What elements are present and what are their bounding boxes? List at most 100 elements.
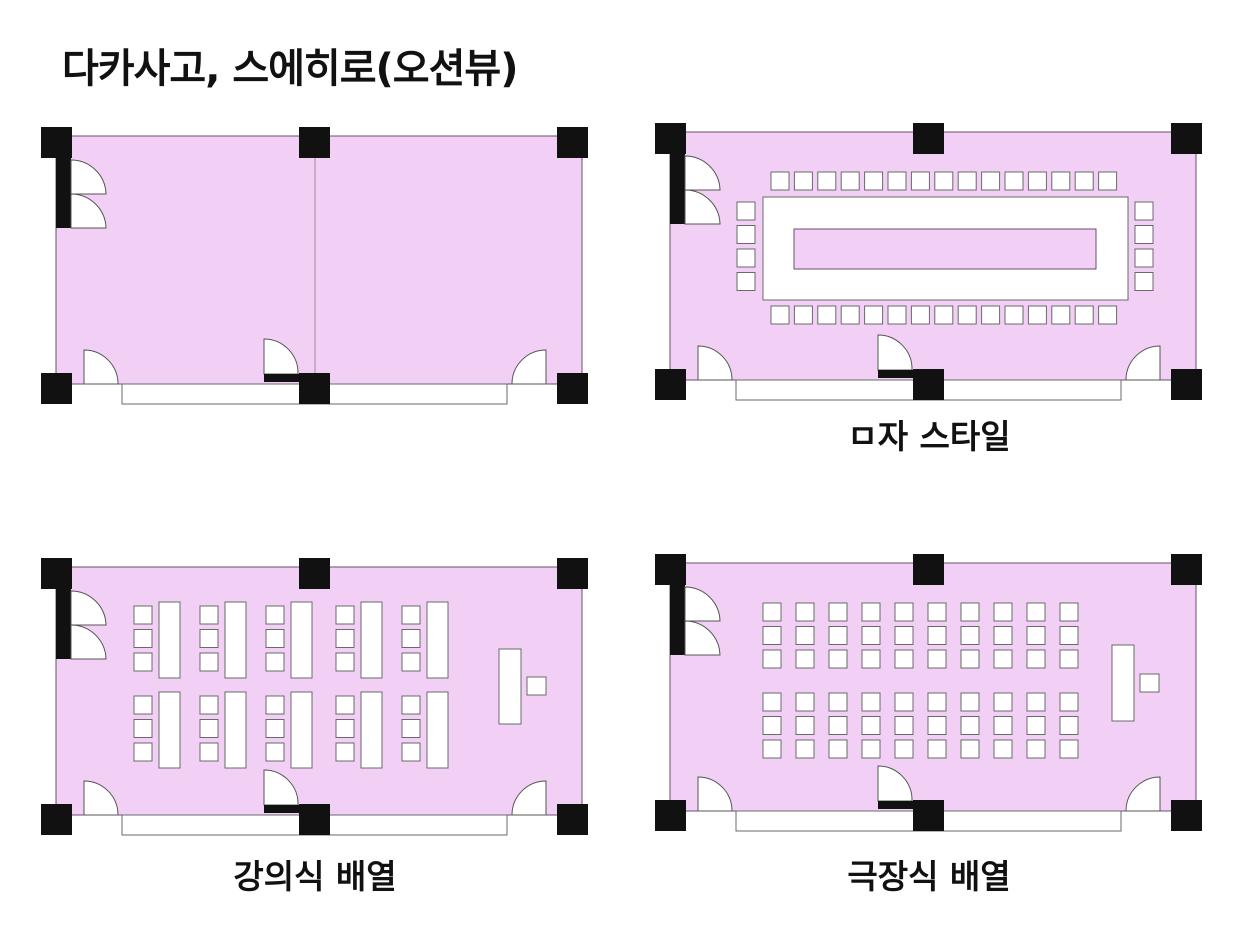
chair-icon [133,742,153,762]
chair-icon [957,171,977,191]
door-icon [83,780,119,816]
chair-icon [265,629,285,648]
lectern-chair [1139,673,1160,693]
chair-icon [1059,716,1079,735]
chair-icon [1059,602,1079,622]
pillar-icon [655,554,686,585]
chair-icon [1051,305,1071,325]
chair-icon [401,629,421,648]
chair-icon [817,305,837,325]
door-icon [70,590,107,626]
caption-classroom: 강의식 배열 [233,857,397,896]
chair-icon [861,716,881,735]
chair-icon [1026,649,1046,669]
lectern-chair [526,676,547,696]
chair-icon [736,248,756,268]
caption-u-shape: ㅁ자 스타일 [847,417,1011,456]
chair-icon [133,605,153,625]
pillar-icon [1171,800,1202,831]
chair-icon [894,602,914,622]
chair-icon [795,626,815,645]
chair-icon [1026,602,1046,622]
chair-icon [199,629,219,648]
chair-icon [793,305,813,325]
pillar-icon [913,800,944,831]
chair-icon [133,719,153,738]
door-icon [263,769,299,806]
table-icon [158,601,181,679]
chair-icon [1059,692,1079,712]
chair-icon [993,692,1013,712]
pillar-icon [1171,369,1202,400]
chair-icon [795,692,815,712]
chair-icon [840,171,860,191]
chair-icon [957,305,977,325]
chair-icon [335,742,355,762]
page-title: 다카사고, 스에히로(오션뷰) [62,46,518,92]
door-icon [697,345,733,381]
lectern-table [498,648,522,725]
pillar-icon [913,123,944,154]
chair-icon [981,305,1001,325]
chair-icon [770,171,790,191]
room-floor [55,135,583,385]
chair-icon [335,695,355,715]
door-icon [1125,345,1161,381]
chair-icon [861,626,881,645]
chair-icon [335,719,355,738]
door-wall [670,152,685,224]
chair-icon [1134,201,1154,221]
door-icon [511,349,547,385]
floor-plan-empty [41,127,588,405]
table-icon [426,601,449,679]
chair-icon [265,719,285,738]
chair-icon [793,171,813,191]
chair-icon [265,695,285,715]
chair-icon [762,602,782,622]
chair-icon [993,716,1013,735]
chair-icon [1074,305,1094,325]
chair-icon [133,652,153,672]
chair-icon [910,171,930,191]
chair-icon [1059,649,1079,669]
door-wall [264,805,300,813]
door-wall [264,374,300,382]
chair-icon [934,171,954,191]
chair-icon [795,649,815,669]
pillar-icon [41,127,72,158]
chair-icon [960,602,980,622]
chair-icon [1074,171,1094,191]
door-wall [878,801,914,809]
chair-icon [199,719,219,738]
door-icon [684,586,721,622]
chair-icon [265,652,285,672]
chair-icon [736,201,756,221]
chair-icon [335,652,355,672]
door-icon [697,776,733,812]
chair-icon [1004,305,1024,325]
chair-icon [927,739,947,759]
floor-plan-theater [655,554,1202,832]
table-icon [360,601,383,679]
chair-icon [910,305,930,325]
pillar-icon [1171,123,1202,154]
chair-icon [1059,626,1079,645]
chair-icon [1026,716,1046,735]
pillar-icon [655,369,686,400]
door-icon [877,334,913,371]
table-icon [158,691,181,769]
pillar-icon [655,123,686,154]
door-icon [877,765,913,802]
chair-icon [265,742,285,762]
chair-icon [1098,171,1118,191]
chair-icon [401,652,421,672]
pillar-icon [913,554,944,585]
chair-icon [927,649,947,669]
floor-plan-u-shape [655,123,1202,401]
chair-icon [828,649,848,669]
chair-icon [927,602,947,622]
pillar-icon [1171,554,1202,585]
chair-icon [795,602,815,622]
door-icon [263,338,299,375]
pillar-icon [41,558,72,589]
